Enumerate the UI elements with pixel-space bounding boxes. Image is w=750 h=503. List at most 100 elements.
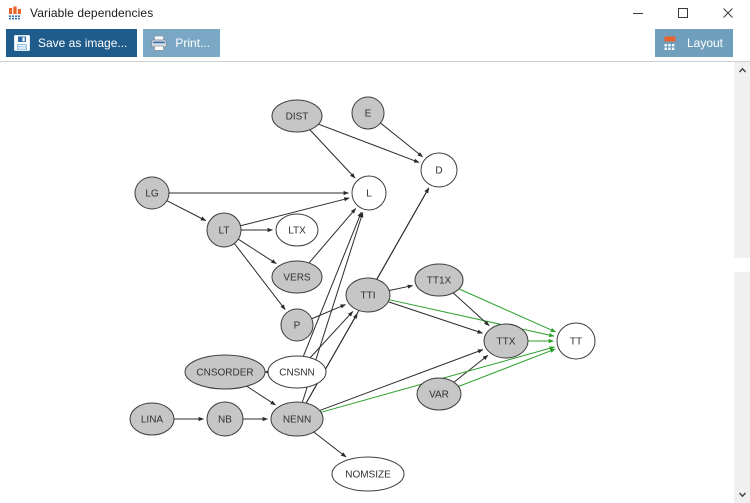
graph-node-var[interactable]: VAR (416, 377, 462, 411)
close-icon (722, 7, 733, 18)
dependency-graph: DIST E D LG L LT LTX VERS TTI TT1X P TTX TT CNSORDER C… (129, 96, 596, 492)
node-label: E (365, 108, 372, 119)
node-layer: DIST E D LG L LT LTX VERS TTI TT1X P TTX TT CNSORDER C… (129, 96, 596, 492)
graph-edge (311, 304, 346, 320)
node-shape (275, 213, 319, 247)
toolbar: Save as image... Print... (0, 25, 750, 61)
graph-node-cnsorder[interactable]: CNSORDER (184, 354, 266, 390)
graph-edge (305, 313, 358, 404)
graph-node-d[interactable]: D (420, 152, 458, 188)
graph-edge (389, 284, 414, 292)
node-label: DIST (286, 111, 309, 122)
graph-edge (380, 122, 423, 158)
node-label: LT (219, 225, 230, 236)
graph-edge (319, 349, 484, 412)
vertical-scrollbar[interactable] (733, 62, 750, 503)
node-shape (414, 263, 464, 297)
graph-edge (246, 385, 276, 406)
chevron-up-icon (738, 67, 746, 73)
node-label: LTX (288, 225, 306, 236)
node-label: L (366, 188, 372, 199)
node-shape (416, 377, 462, 411)
floppy-disk-icon (12, 33, 32, 53)
node-label: TTX (497, 336, 516, 347)
node-shape (345, 277, 391, 313)
node-shape (351, 175, 387, 211)
print-button[interactable]: Print... (143, 29, 221, 57)
graph-edge (458, 288, 557, 333)
node-label: LG (145, 188, 159, 199)
graph-edge (458, 348, 556, 387)
node-shape (351, 96, 385, 130)
window-controls (615, 0, 750, 25)
layout-label: Layout (686, 36, 723, 50)
scroll-up-button[interactable] (734, 62, 750, 79)
node-shape (206, 401, 244, 437)
graph-canvas[interactable]: DIST E D LG L LT LTX VERS TTI TT1X P TTX TT CNSORDER C… (0, 62, 733, 503)
graph-edge (453, 354, 489, 383)
graph-node-ttx[interactable]: TTX (483, 323, 529, 359)
chevron-down-icon (738, 492, 746, 498)
bar-chart-icon (7, 5, 23, 21)
graph-edge (308, 208, 357, 264)
node-shape (331, 456, 405, 492)
graph-edge (302, 211, 362, 357)
graph-node-ltx[interactable]: LTX (275, 213, 319, 247)
close-button[interactable] (705, 0, 750, 25)
node-label: VAR (429, 389, 449, 400)
node-shape (129, 402, 175, 436)
node-shape (206, 212, 242, 248)
node-shape (184, 354, 266, 390)
print-label: Print... (175, 36, 211, 50)
graph-edge (452, 292, 490, 327)
graph-node-lg[interactable]: LG (134, 176, 170, 210)
edge-layer (166, 122, 557, 458)
graph-node-lt[interactable]: LT (206, 212, 242, 248)
graph-node-tti[interactable]: TTI (345, 277, 391, 313)
layout-button[interactable]: Layout (654, 29, 733, 57)
layout-grid-icon (661, 33, 681, 53)
node-shape (556, 322, 596, 360)
node-shape (267, 355, 327, 389)
node-label: TT (570, 336, 582, 347)
graph-node-nenn[interactable]: NENN (270, 401, 324, 437)
graph-node-tt1x[interactable]: TT1X (414, 263, 464, 297)
node-label: D (435, 165, 442, 176)
graph-node-e[interactable]: E (351, 96, 385, 130)
printer-icon (149, 33, 169, 53)
graph-node-tt[interactable]: TT (556, 322, 596, 360)
graph-edge (309, 311, 354, 359)
save-as-image-label: Save as image... (38, 36, 128, 50)
graph-edge (233, 243, 286, 310)
node-shape (270, 401, 324, 437)
save-as-image-button[interactable]: Save as image... (6, 29, 138, 57)
maximize-icon (677, 7, 688, 18)
node-shape (134, 176, 170, 210)
canvas-area: DIST E D LG L LT LTX VERS TTI TT1X P TTX TT CNSORDER C… (0, 61, 750, 503)
graph-node-dist[interactable]: DIST (271, 99, 323, 133)
minimize-button[interactable] (615, 0, 660, 25)
graph-node-p[interactable]: P (280, 308, 314, 342)
node-label: NENN (283, 414, 311, 425)
node-label: P (294, 320, 301, 331)
graph-edge (309, 129, 356, 179)
scroll-track[interactable] (734, 79, 750, 486)
graph-node-cnsnn[interactable]: CNSNN (267, 355, 327, 389)
scroll-thumb[interactable] (734, 258, 750, 273)
graph-node-lina[interactable]: LINA (129, 402, 175, 436)
graph-edge (240, 197, 350, 227)
graph-edge (166, 200, 207, 222)
graph-node-vers[interactable]: VERS (271, 260, 323, 294)
graph-edge (313, 431, 347, 458)
node-label: CNSORDER (196, 367, 253, 378)
node-label: TT1X (427, 275, 452, 286)
node-shape (483, 323, 529, 359)
graph-node-l[interactable]: L (351, 175, 387, 211)
scroll-down-button[interactable] (734, 486, 750, 503)
graph-node-nb[interactable]: NB (206, 401, 244, 437)
graph-node-nomsize[interactable]: NOMSIZE (331, 456, 405, 492)
maximize-button[interactable] (660, 0, 705, 25)
title-bar: Variable dependencies (0, 0, 750, 25)
node-shape (420, 152, 458, 188)
